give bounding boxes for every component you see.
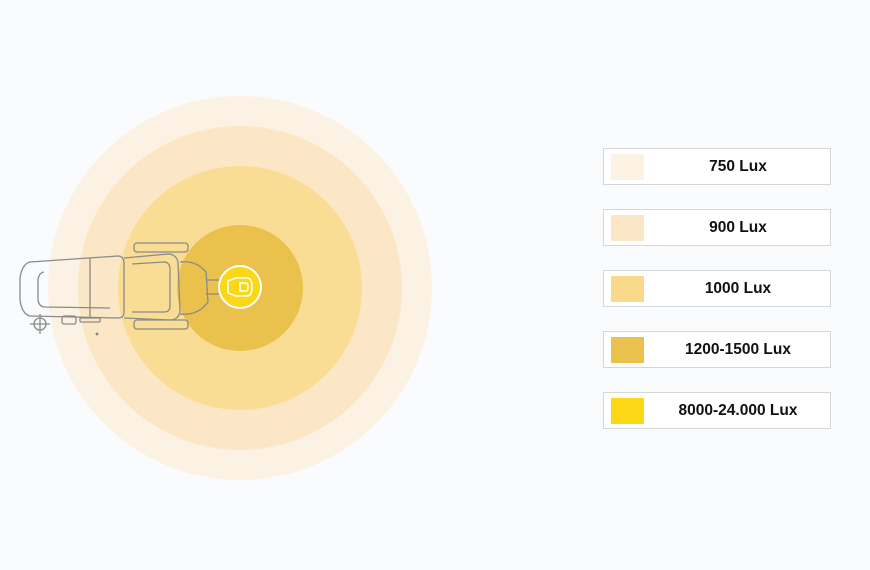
legend-swatch-8000-24000	[611, 398, 644, 424]
legend-label-900: 900 Lux	[709, 219, 767, 236]
illumination-diagram	[19, 96, 432, 480]
legend-item-1000: 1000 Lux	[603, 270, 831, 307]
legend-swatch-1200-1500	[611, 337, 644, 363]
legend-swatch-900	[611, 215, 644, 241]
legend: 750 Lux 900 Lux 1000 Lux 1200-1500 Lux 8…	[603, 148, 833, 453]
legend-item-1200-1500: 1200-1500 Lux	[603, 331, 831, 368]
legend-swatch-1000	[611, 276, 644, 302]
work-light-icon	[227, 277, 253, 297]
legend-swatch-750	[611, 154, 644, 180]
legend-item-900: 900 Lux	[603, 209, 831, 246]
legend-label-750: 750 Lux	[709, 158, 767, 175]
legend-label-1000: 1000 Lux	[704, 280, 772, 297]
legend-item-8000-24000: 8000-24.000 Lux	[603, 392, 831, 429]
legend-label-8000-24000: 8000-24.000 Lux	[678, 402, 798, 419]
tractor-top-view-icon	[19, 242, 222, 336]
legend-item-750: 750 Lux	[603, 148, 831, 185]
legend-label-1200-1500: 1200-1500 Lux	[685, 341, 791, 358]
